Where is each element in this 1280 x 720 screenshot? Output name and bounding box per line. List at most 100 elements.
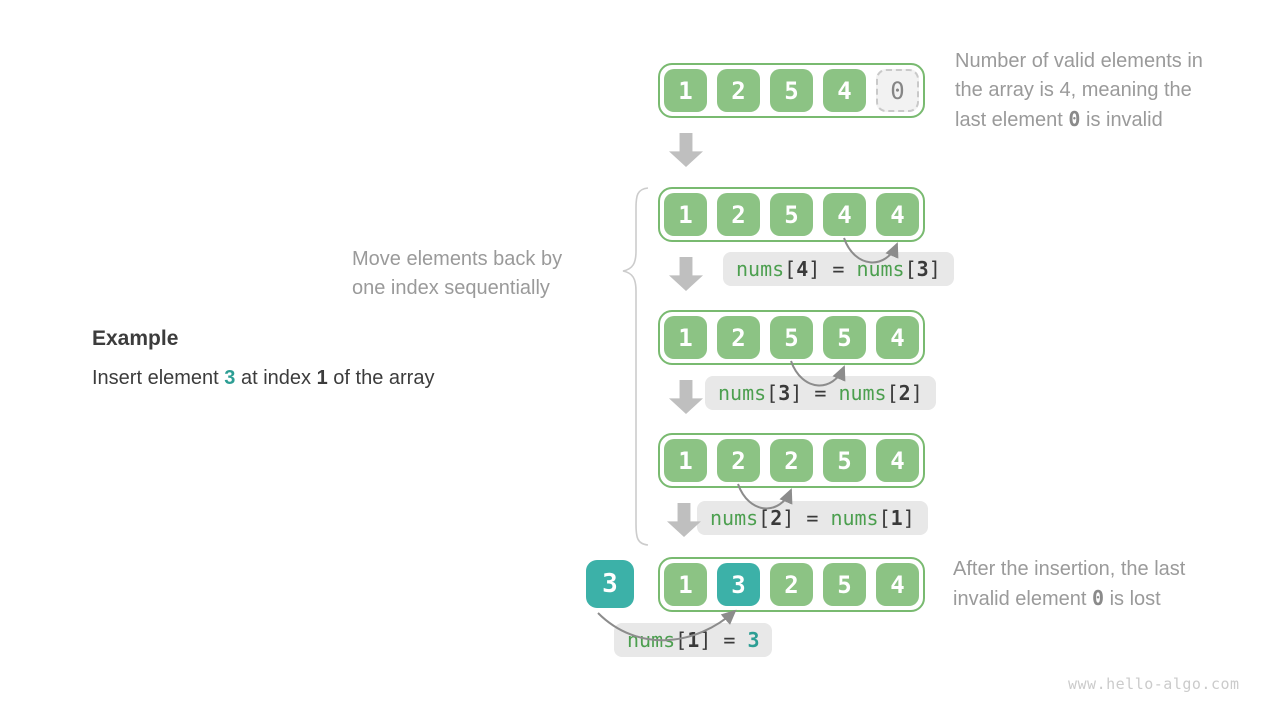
array-cell: 1 bbox=[664, 563, 707, 606]
array-cell: 4 bbox=[823, 193, 866, 236]
code-label-nums1: nums[1] = 3 bbox=[614, 623, 773, 657]
text-token: [ bbox=[784, 257, 797, 281]
text-token: ] bbox=[910, 381, 923, 405]
array-cell: 5 bbox=[770, 69, 813, 112]
text-token: After the insertion, the last bbox=[953, 558, 1186, 580]
example-heading: Example bbox=[92, 327, 179, 350]
down-arrow-icon-4 bbox=[667, 503, 701, 537]
text-token: 3 bbox=[916, 257, 929, 281]
note-bottom-line1: After the insertion, the last bbox=[953, 555, 1185, 584]
brace-caption-line2: one index sequentially bbox=[352, 277, 550, 299]
array-cell: 1 bbox=[664, 69, 707, 112]
note-top-line3: last element 0 is invalid bbox=[955, 105, 1203, 135]
example-subtitle: Insert element 3 at index 1 of the array bbox=[92, 367, 434, 390]
note-bottom-line2: invalid element 0 is lost bbox=[953, 584, 1185, 614]
text-token: 2 bbox=[770, 506, 783, 530]
text-token: nums bbox=[736, 257, 785, 281]
array-cell: 1 bbox=[664, 316, 707, 359]
note-top: Number of valid elements in the array is… bbox=[955, 47, 1203, 135]
brace-caption-line1: Move elements back by bbox=[352, 248, 563, 270]
text-token: Number of valid elements in bbox=[955, 50, 1203, 72]
text-token: ] bbox=[699, 628, 712, 652]
text-token: [ bbox=[766, 381, 779, 405]
text-token: 3 bbox=[224, 367, 236, 389]
text-token: last element bbox=[955, 109, 1069, 131]
text-token: ] bbox=[808, 257, 821, 281]
code-label-nums2: nums[2] = nums[1] bbox=[697, 501, 928, 535]
text-token: invalid element bbox=[953, 588, 1092, 610]
text-token: is invalid bbox=[1080, 109, 1163, 131]
text-token: nums bbox=[627, 628, 676, 652]
text-token: = bbox=[711, 628, 748, 652]
text-token: Insert element bbox=[92, 367, 225, 389]
text-token: = bbox=[820, 257, 857, 281]
text-token: is lost bbox=[1104, 588, 1161, 610]
text-token: = bbox=[802, 381, 839, 405]
array-cell: 5 bbox=[823, 316, 866, 359]
array-cell: 2 bbox=[717, 316, 760, 359]
code-label-nums3: nums[3] = nums[2] bbox=[705, 376, 936, 410]
array-cell: 2 bbox=[770, 563, 813, 606]
text-token: of the array bbox=[327, 367, 435, 389]
note-top-line1: Number of valid elements in bbox=[955, 47, 1203, 76]
insert-element-cell: 3 bbox=[586, 560, 634, 608]
array-cell: 1 bbox=[664, 193, 707, 236]
text-token: [ bbox=[675, 628, 688, 652]
text-token: 0 bbox=[1068, 107, 1081, 131]
text-token: the array is 4, meaning the bbox=[955, 79, 1192, 101]
watermark: www.hello-algo.com bbox=[1068, 675, 1240, 693]
array-cell: 2 bbox=[717, 439, 760, 482]
text-token: = bbox=[794, 506, 831, 530]
down-arrow-icon-1 bbox=[669, 133, 703, 167]
text-token: ] bbox=[782, 506, 795, 530]
text-token: ] bbox=[902, 506, 915, 530]
text-token: [ bbox=[758, 506, 771, 530]
down-arrow-icon-3 bbox=[669, 380, 703, 414]
array-cell: 2 bbox=[717, 193, 760, 236]
array-cell: 5 bbox=[770, 316, 813, 359]
array-cell: 4 bbox=[876, 193, 919, 236]
text-token: [ bbox=[886, 381, 899, 405]
brace-caption: Move elements back by one index sequenti… bbox=[352, 245, 562, 303]
array-cell: 5 bbox=[770, 193, 813, 236]
text-token: 0 bbox=[1091, 586, 1105, 610]
text-token: 1 bbox=[687, 628, 700, 652]
text-token: 4 bbox=[796, 257, 809, 281]
array-cell: 0 bbox=[876, 69, 919, 112]
text-token: nums bbox=[856, 257, 905, 281]
note-top-line2: the array is 4, meaning the bbox=[955, 76, 1203, 105]
array-cell: 4 bbox=[876, 563, 919, 606]
array-cell: 3 bbox=[717, 563, 760, 606]
array-cell: 5 bbox=[823, 563, 866, 606]
code-label-nums4: nums[4] = nums[3] bbox=[723, 252, 954, 286]
text-token: 1 bbox=[316, 367, 328, 389]
text-token: ] bbox=[790, 381, 803, 405]
note-bottom: After the insertion, the last invalid el… bbox=[953, 555, 1185, 614]
text-token: 2 bbox=[898, 381, 911, 405]
text-token: 3 bbox=[778, 381, 791, 405]
array-cell: 2 bbox=[717, 69, 760, 112]
array-cell: 4 bbox=[876, 316, 919, 359]
text-token: ] bbox=[928, 257, 941, 281]
text-token: at index bbox=[235, 367, 317, 389]
array-cell: 2 bbox=[770, 439, 813, 482]
text-token: [ bbox=[878, 506, 891, 530]
text-token: nums bbox=[838, 381, 887, 405]
text-token: nums bbox=[830, 506, 879, 530]
text-token: [ bbox=[904, 257, 917, 281]
text-token: nums bbox=[710, 506, 759, 530]
down-arrow-icon-2 bbox=[669, 257, 703, 291]
text-token: 3 bbox=[747, 628, 760, 652]
text-token: nums bbox=[718, 381, 767, 405]
array-cell: 1 bbox=[664, 439, 707, 482]
array-cell: 5 bbox=[823, 439, 866, 482]
text-token: 1 bbox=[890, 506, 903, 530]
array-cell: 4 bbox=[876, 439, 919, 482]
array-cell: 4 bbox=[823, 69, 866, 112]
